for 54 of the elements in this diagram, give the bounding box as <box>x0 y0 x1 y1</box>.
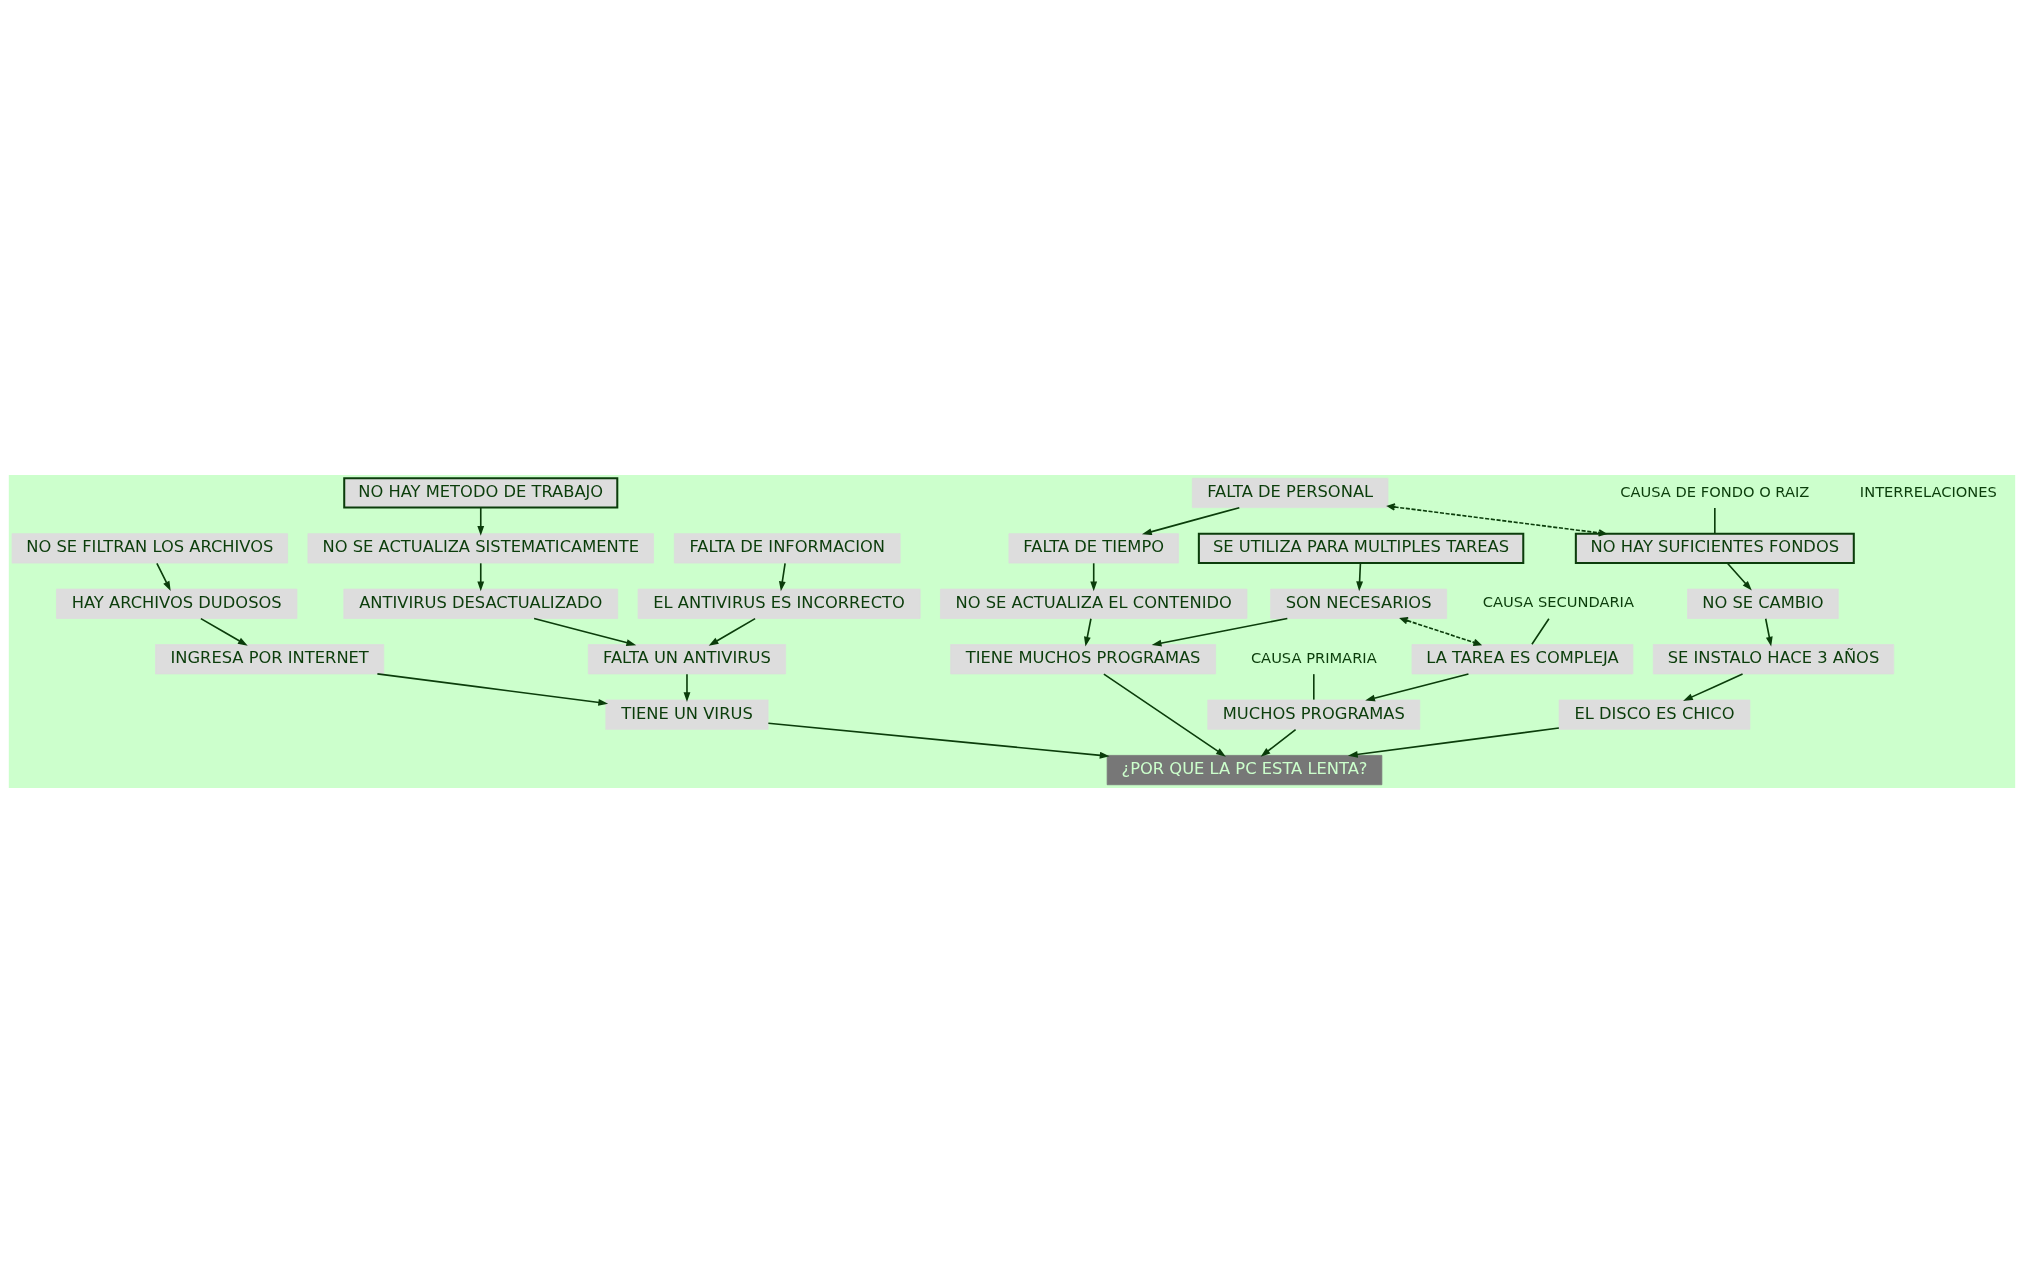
arrow <box>1347 726 1560 758</box>
arrow <box>1726 562 1752 591</box>
node-box: FALTA DE PERSONAL <box>1191 477 1389 508</box>
arrow <box>1083 617 1092 647</box>
node-box: EL DISCO ES CHICO <box>1558 699 1751 730</box>
node-box: SE INSTALO HACE 3 AÑOS <box>1652 643 1895 674</box>
node-box: LA TAREA ES COMPLEJA <box>1411 643 1634 674</box>
arrow <box>1400 616 1482 646</box>
connector <box>1714 506 1716 534</box>
node-box: NO SE CAMBIO <box>1687 588 1839 619</box>
arrow <box>533 617 637 646</box>
node-box: SE UTILIZA PARA MULTIPLES TAREAS <box>1197 532 1525 564</box>
node-box: ¿POR QUE LA PC ESTA LENTA? <box>1106 754 1383 785</box>
arrow <box>477 562 485 591</box>
arrow <box>1090 562 1098 591</box>
node-box: NO SE ACTUALIZA EL CONTENIDO <box>940 588 1248 619</box>
node-box: FALTA DE TIEMPO <box>1008 532 1179 563</box>
node-box: NO SE FILTRAN LOS ARCHIVOS <box>11 532 288 563</box>
node-box: TIENE MUCHOS PROGRAMAS <box>950 643 1216 674</box>
node-box: NO HAY SUFICIENTES FONDOS <box>1574 532 1855 564</box>
arrow <box>708 617 756 646</box>
arrow <box>1141 506 1241 535</box>
node-box: SON NECESARIOS <box>1270 588 1448 619</box>
arrow <box>683 672 691 702</box>
arrow <box>1764 617 1773 647</box>
arrow <box>1260 728 1297 757</box>
arrow <box>1151 617 1289 646</box>
arrow <box>767 722 1110 759</box>
node-box: NO HAY METODO DE TRABAJO <box>343 476 619 509</box>
arrow <box>376 672 609 706</box>
node-box: FALTA DE INFORMACION <box>673 532 901 563</box>
node-box: ANTIVIRUS DESACTUALIZADO <box>343 588 619 619</box>
node-text: CAUSA PRIMARIA <box>1250 648 1377 666</box>
node-box: MUCHOS PROGRAMAS <box>1207 699 1421 730</box>
node-box: EL ANTIVIRUS ES INCORRECTO <box>637 588 921 619</box>
connector <box>1312 672 1315 700</box>
arrow <box>1356 562 1364 591</box>
arrow <box>1387 502 1607 537</box>
node-text: CAUSA DE FONDO O RAIZ <box>1620 482 1810 500</box>
arrow <box>1103 672 1226 757</box>
arrow <box>477 506 485 536</box>
node-text: CAUSA SECUNDARIA <box>1482 592 1634 610</box>
connector <box>1531 617 1550 645</box>
node-box: TIENE UN VIRUS <box>605 699 769 730</box>
arrow <box>1365 672 1470 701</box>
arrow <box>778 562 786 591</box>
node-box: HAY ARCHIVOS DUDOSOS <box>56 588 298 619</box>
arrow <box>200 617 248 646</box>
node-box: INGRESA POR INTERNET <box>155 643 385 674</box>
arrow <box>1683 672 1744 701</box>
node-box: FALTA UN ANTIVIRUS <box>587 643 786 674</box>
node-box: NO SE ACTUALIZA SISTEMATICAMENTE <box>307 532 654 563</box>
arrow <box>156 562 171 591</box>
legend-label: INTERRELACIONES <box>1859 482 1997 500</box>
